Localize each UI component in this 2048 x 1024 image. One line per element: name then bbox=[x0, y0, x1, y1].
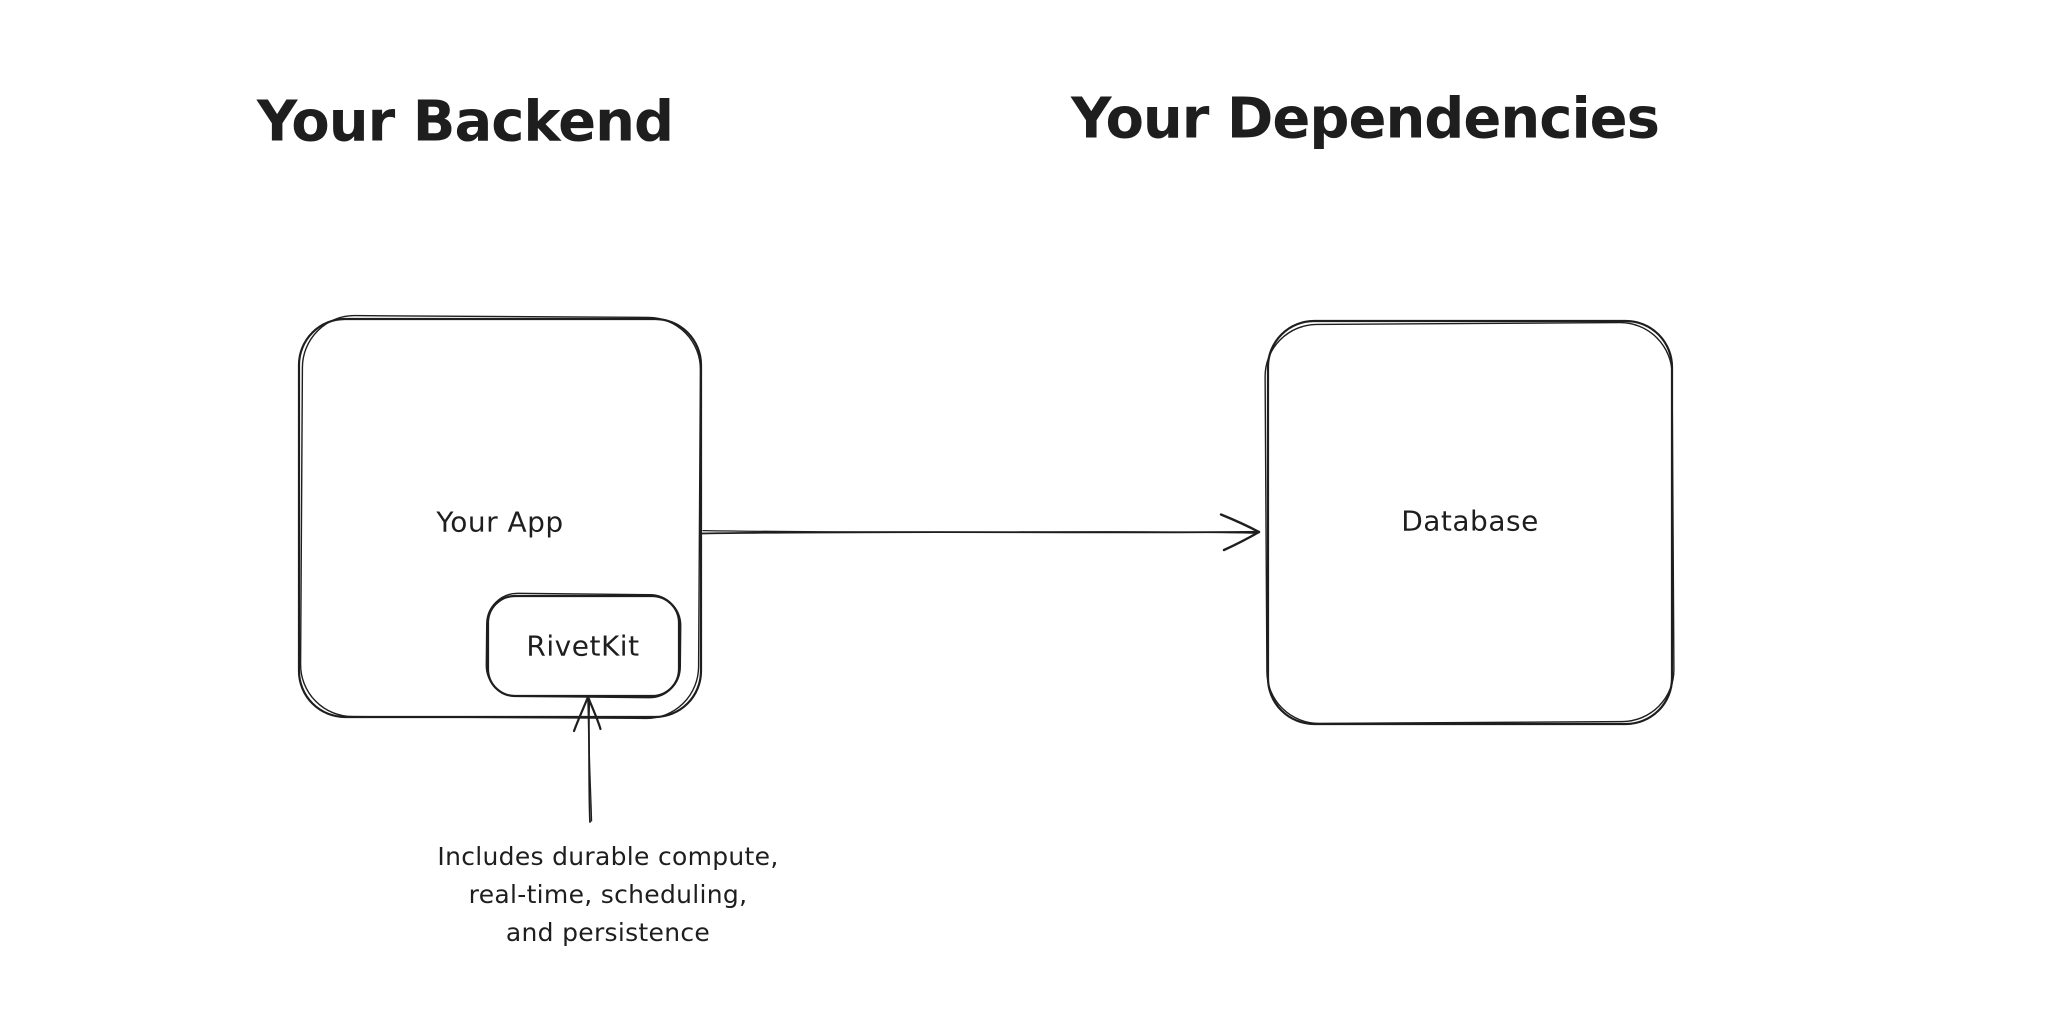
rivetkit-annotation: Includes durable compute, real-time, sch… bbox=[437, 838, 778, 952]
your-app-box bbox=[297, 314, 703, 720]
annotation-line-2: real-time, scheduling, bbox=[468, 880, 748, 909]
annotation-arrow-shaft-second-pass bbox=[588, 698, 593, 822]
right-section-title: Your Dependencies bbox=[1071, 86, 1660, 152]
annotation-to-rivetkit-arrow bbox=[572, 695, 602, 823]
annotation-arrowhead-right bbox=[586, 695, 602, 731]
app-to-database-arrow bbox=[701, 513, 1261, 552]
rivetkit-box-outline-second-pass bbox=[485, 592, 682, 699]
rivetkit-box-outline bbox=[486, 594, 681, 698]
rivetkit-node-label: RivetKit bbox=[526, 629, 640, 663]
database-box-outline-second-pass bbox=[1264, 321, 1675, 725]
database-node-label: Database bbox=[1401, 504, 1539, 538]
left-section-title: Your Backend bbox=[256, 89, 674, 155]
your-app-node-label: Your App bbox=[436, 505, 564, 539]
annotation-line-3: and persistence bbox=[505, 918, 711, 947]
your-app-box-outline-second-pass bbox=[299, 314, 702, 720]
annotation-line-1: Includes durable compute, bbox=[437, 842, 779, 871]
rivetkit-box bbox=[485, 592, 682, 699]
app-to-database-arrow-shaft-second-pass bbox=[702, 529, 1256, 534]
app-to-database-arrowhead-upper bbox=[1219, 513, 1261, 534]
annotation-arrowhead-left bbox=[572, 695, 590, 733]
app-to-database-arrowhead-lower bbox=[1222, 530, 1261, 552]
database-box-outline bbox=[1266, 319, 1674, 726]
database-box bbox=[1264, 319, 1675, 726]
